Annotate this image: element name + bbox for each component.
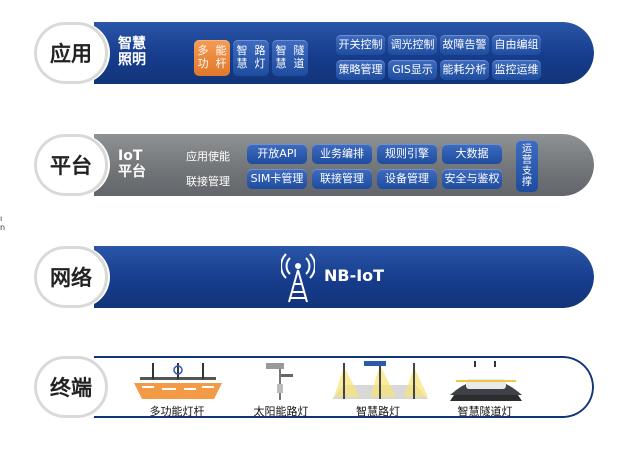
sim-management-button[interactable]: SIM卡管理: [247, 169, 307, 189]
multi-function-pole-button[interactable]: 多功能杆: [194, 40, 230, 76]
application-layer-label: 应用: [34, 22, 108, 84]
monitoring-ops-button[interactable]: 监控运维: [492, 60, 541, 80]
app-enablement-label: 应用使能: [186, 150, 230, 163]
strategy-management-button[interactable]: 策略管理: [336, 60, 385, 80]
device-management-button[interactable]: 设备管理: [377, 169, 437, 189]
smart-streetlight-button-line1: 智慧: [236, 44, 248, 70]
rule-engine-button[interactable]: 规则引擎: [377, 144, 437, 164]
smart-streetlight-button-line2: 路灯: [254, 44, 266, 70]
switch-control-button[interactable]: 开关控制: [336, 35, 385, 55]
business-orchestration-button[interactable]: 业务编排: [312, 144, 372, 164]
smart-tunnel-light-icon: [450, 361, 522, 401]
platform-layer: 平台 IoT 平台 应用使能 联接管理 开放API 业务编排 规则引擎 大数据 …: [34, 134, 594, 196]
application-layer: 应用 智慧 照明 多功能杆 智慧路灯 智慧隧道 开关控制 调光控制 故障告警 自…: [34, 22, 594, 84]
network-layer-label: 网络: [34, 246, 108, 308]
network-layer: 网络 NB-IoT: [34, 246, 594, 308]
multi-function-pole-button-line2: 能杆: [215, 44, 227, 70]
solar-streetlight-label: 太阳能路灯: [253, 405, 309, 418]
smart-tunnel-button-line1: 智慧: [275, 44, 287, 70]
antenna-tower-icon: [281, 253, 315, 303]
energy-analysis-button[interactable]: 能耗分析: [440, 60, 489, 80]
connection-management-label: 联接管理: [186, 175, 230, 188]
terminal-layer: 终端 多功能灯杆 太阳能路灯 智慧路灯: [34, 356, 594, 418]
smart-tunnel-button-line2: 隧道: [293, 44, 305, 70]
platform-layer-label: 平台: [34, 134, 108, 196]
multi-function-pole-icon: [134, 363, 222, 399]
smart-lighting-title: 智慧 照明: [118, 36, 146, 69]
smart-streetlight-button[interactable]: 智慧路灯: [233, 40, 269, 76]
gis-display-button[interactable]: GIS显示: [388, 60, 437, 80]
solar-streetlight-icon: [266, 363, 293, 400]
operation-support-button[interactable]: 运 营 支 撑: [516, 140, 538, 192]
security-auth-button[interactable]: 安全与鉴权: [442, 169, 502, 189]
connection-management-button[interactable]: 联接管理: [312, 169, 372, 189]
terminal-layer-label: 终端: [34, 356, 108, 418]
open-api-button[interactable]: 开放API: [247, 144, 307, 164]
nb-iot-text: NB-IoT: [324, 266, 385, 285]
smart-tunnel-light-label: 智慧隧道灯: [457, 405, 513, 418]
network-band: [94, 246, 594, 308]
free-grouping-button[interactable]: 自由编组: [492, 35, 541, 55]
fault-alarm-button[interactable]: 故障告警: [440, 35, 489, 55]
multi-function-pole-button-line1: 多功: [197, 44, 209, 70]
dimming-control-button[interactable]: 调光控制: [388, 35, 437, 55]
multi-function-pole-label: 多功能灯杆: [149, 405, 205, 418]
big-data-button[interactable]: 大数据: [442, 144, 502, 164]
smart-tunnel-button[interactable]: 智慧隧道: [272, 40, 308, 76]
smart-streetlight-label: 智慧路灯: [356, 405, 400, 418]
smart-streetlight-icon: [332, 361, 428, 399]
iot-platform-title: IoT 平台: [118, 148, 146, 181]
